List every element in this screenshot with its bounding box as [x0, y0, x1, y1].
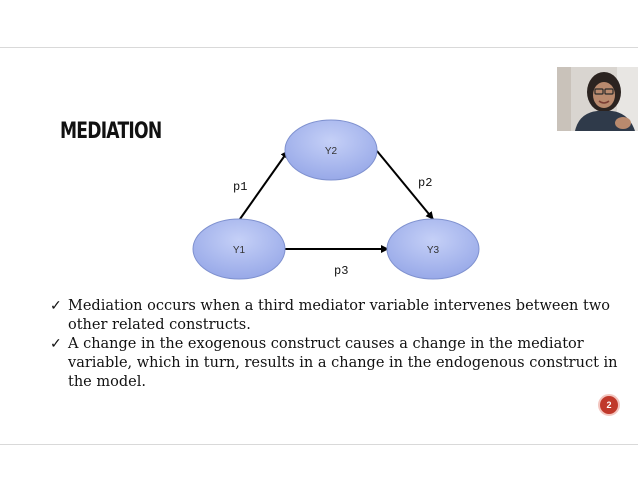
bullet-text: A change in the exogenous construct caus… [68, 336, 618, 390]
node-y1 [192, 218, 286, 280]
checkmark-icon: ✓ [50, 336, 62, 352]
path-label-p1: p1 [233, 180, 247, 194]
node-y2 [284, 119, 378, 181]
path-label-p2: p2 [418, 176, 432, 190]
page-number-badge: 2 [598, 394, 620, 416]
node-y3-label: Y3 [427, 245, 440, 256]
checkmark-icon: ✓ [50, 298, 62, 314]
bullet-item: ✓ Mediation occurs when a third mediator… [50, 297, 620, 335]
presenter-video-image [557, 67, 638, 131]
slide-title: MEDIATION [60, 119, 162, 144]
presenter-webcam [557, 67, 638, 131]
bullet-item: ✓ A change in the exogenous construct ca… [50, 335, 620, 392]
arrow-p1 [239, 150, 289, 220]
bullet-text: Mediation occurs when a third mediator v… [68, 298, 610, 333]
bottom-divider [0, 444, 638, 445]
node-y2-label: Y2 [325, 146, 338, 157]
bullet-list: ✓ Mediation occurs when a third mediator… [50, 297, 620, 392]
arrow-p2 [376, 150, 434, 220]
node-y3 [386, 218, 480, 280]
node-y1-label: Y1 [233, 245, 246, 256]
page-number: 2 [606, 400, 612, 410]
path-label-p3: p3 [334, 264, 348, 278]
top-divider [0, 47, 638, 48]
